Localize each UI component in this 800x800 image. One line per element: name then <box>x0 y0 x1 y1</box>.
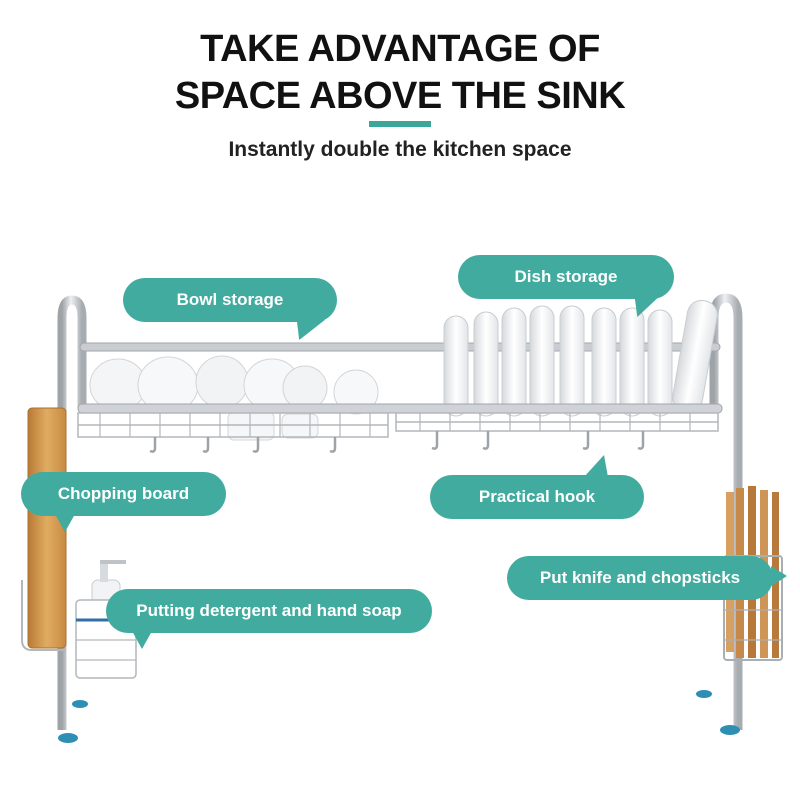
headline-line-1: TAKE ADVANTAGE OF <box>200 28 600 70</box>
callout-knife-chopsticks: Put knife and chopsticks <box>507 556 787 600</box>
callout-practical-hook: Practical hook <box>430 475 644 519</box>
accent-divider <box>369 121 431 127</box>
callout-bowl-storage: Bowl storage <box>123 278 337 322</box>
headline-line-2: SPACE ABOVE THE SINK <box>174 75 626 117</box>
bowl-icon <box>89 355 379 441</box>
callout-chopping-board: Chopping board <box>21 472 226 532</box>
hook-icon <box>149 431 645 453</box>
callout-dish-storage: Dish storage <box>458 255 674 299</box>
plate-icon <box>443 299 718 417</box>
subheadline: Instantly double the kitchen space <box>228 138 572 161</box>
callout-detergent-soap: Putting detergent and hand soap <box>106 589 432 649</box>
